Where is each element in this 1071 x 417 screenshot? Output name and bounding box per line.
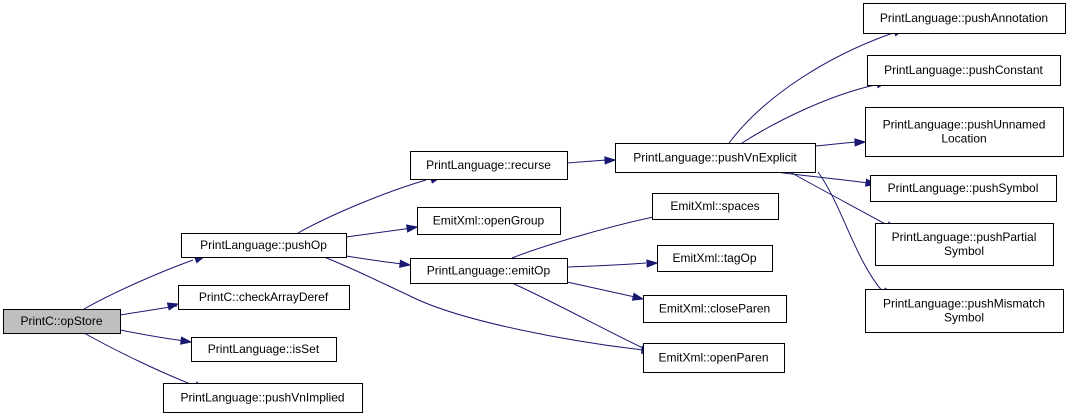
edge-line <box>345 227 413 238</box>
node-pushAnnotation[interactable]: PrintLanguage::pushAnnotation <box>863 3 1066 34</box>
edge-emitOp-to-closeParen <box>566 281 645 301</box>
edge-pushVnExplicit-to-pushUnnamedLocation <box>814 138 867 147</box>
edge-line <box>323 256 644 351</box>
node-label: PrintLanguage::pushVnExplicit <box>633 151 797 165</box>
node-box <box>865 107 1064 157</box>
node-label: EmitXml::openParen <box>658 351 768 365</box>
edge-line <box>119 329 186 342</box>
arrowhead <box>166 302 180 311</box>
edge-line <box>789 171 890 227</box>
node-label: Symbol <box>944 244 984 258</box>
edge-line <box>345 255 404 265</box>
node-emitOp[interactable]: PrintLanguage::emitOp <box>410 258 568 284</box>
arrowhead <box>399 259 412 268</box>
node-label: PrintLanguage::pushVnImplied <box>180 391 344 405</box>
node-box <box>652 193 779 220</box>
edge-emitOp-to-openParen <box>511 282 654 352</box>
node-pushOp[interactable]: PrintLanguage::pushOp <box>181 233 347 258</box>
node-checkArrayDeref[interactable]: PrintC::checkArrayDeref <box>178 285 350 310</box>
arrowhead <box>854 138 867 147</box>
node-layer: PrintC::opStorePrintLanguage::pushOpPrin… <box>3 3 1066 413</box>
arrowhead <box>631 292 645 301</box>
node-label: PrintLanguage::recurse <box>426 158 551 172</box>
node-box <box>417 207 561 235</box>
node-label: PrintC::checkArrayDeref <box>199 290 329 304</box>
node-box <box>181 233 347 258</box>
node-box <box>643 343 785 373</box>
node-pushVnImplied[interactable]: PrintLanguage::pushVnImplied <box>163 383 363 413</box>
arrowhead <box>180 336 193 345</box>
node-label: EmitXml::openGroup <box>433 214 545 228</box>
node-label: EmitXml::spaces <box>670 199 759 213</box>
node-pushConstant[interactable]: PrintLanguage::pushConstant <box>867 55 1061 86</box>
edge-line <box>83 259 194 310</box>
node-label: PrintLanguage::isSet <box>208 342 320 356</box>
node-label: PrintLanguage::pushConstant <box>884 63 1043 77</box>
node-label: PrintLanguage::pushSymbol <box>888 181 1039 195</box>
node-label: PrintC::opStore <box>20 314 102 328</box>
node-box <box>615 143 816 173</box>
node-box <box>3 309 121 334</box>
edge-line <box>814 141 858 147</box>
node-box <box>870 175 1057 202</box>
node-recurse[interactable]: PrintLanguage::recurse <box>410 151 568 180</box>
edge-pushOp-to-openGroup <box>345 224 419 238</box>
node-spaces[interactable]: EmitXml::spaces <box>652 193 779 220</box>
node-isSet[interactable]: PrintLanguage::isSet <box>191 337 337 362</box>
edge-pushOp-to-emitOp <box>345 255 412 268</box>
edge-line <box>728 32 894 144</box>
edge-opStore-to-checkArrayDeref <box>119 302 180 316</box>
arrowhead <box>646 259 659 268</box>
edge-line <box>566 159 608 164</box>
node-opStore[interactable]: PrintC::opStore <box>3 309 121 334</box>
node-box <box>410 151 568 180</box>
node-label: EmitXml::tagOp <box>672 251 756 265</box>
edge-line <box>511 215 659 259</box>
node-label: PrintLanguage::pushMismatch <box>883 297 1045 311</box>
edge-emitOp-to-tagOp <box>566 259 659 268</box>
edge-recurse-to-pushVnExplicit <box>566 156 617 165</box>
node-pushVnExplicit[interactable]: PrintLanguage::pushVnExplicit <box>615 143 816 173</box>
node-label: PrintLanguage::emitOp <box>427 264 551 278</box>
node-pushSymbol[interactable]: PrintLanguage::pushSymbol <box>870 175 1057 202</box>
edge-line <box>511 282 644 349</box>
node-label: Location <box>941 132 986 146</box>
node-box <box>863 3 1066 34</box>
edge-line <box>83 332 194 386</box>
node-label: PrintLanguage::pushPartial <box>892 230 1037 244</box>
node-label: PrintLanguage::pushAnnotation <box>880 11 1048 25</box>
edge-opStore-to-isSet <box>119 329 193 345</box>
edge-line <box>817 171 884 293</box>
node-box <box>867 55 1061 86</box>
node-tagOp[interactable]: EmitXml::tagOp <box>657 245 773 272</box>
node-label: Symbol <box>944 311 984 325</box>
edge-line <box>566 262 647 268</box>
node-box <box>191 337 337 362</box>
node-label: EmitXml::closeParen <box>659 302 770 316</box>
node-openGroup[interactable]: EmitXml::openGroup <box>417 207 561 235</box>
node-box <box>410 258 568 284</box>
node-box <box>163 383 363 413</box>
node-box <box>657 245 773 272</box>
edge-line <box>566 281 636 298</box>
node-box <box>875 223 1054 266</box>
node-box <box>643 295 787 323</box>
edge-line <box>297 179 427 234</box>
node-box <box>178 285 350 310</box>
arrowhead <box>604 156 617 165</box>
node-openParen[interactable]: EmitXml::openParen <box>643 343 785 373</box>
node-label: PrintLanguage::pushUnnamed <box>883 118 1046 132</box>
node-label: PrintLanguage::pushOp <box>200 238 327 252</box>
arrowhead <box>405 224 419 233</box>
node-closeParen[interactable]: EmitXml::closeParen <box>643 295 787 323</box>
node-box <box>865 289 1064 333</box>
edge-line <box>741 84 876 144</box>
